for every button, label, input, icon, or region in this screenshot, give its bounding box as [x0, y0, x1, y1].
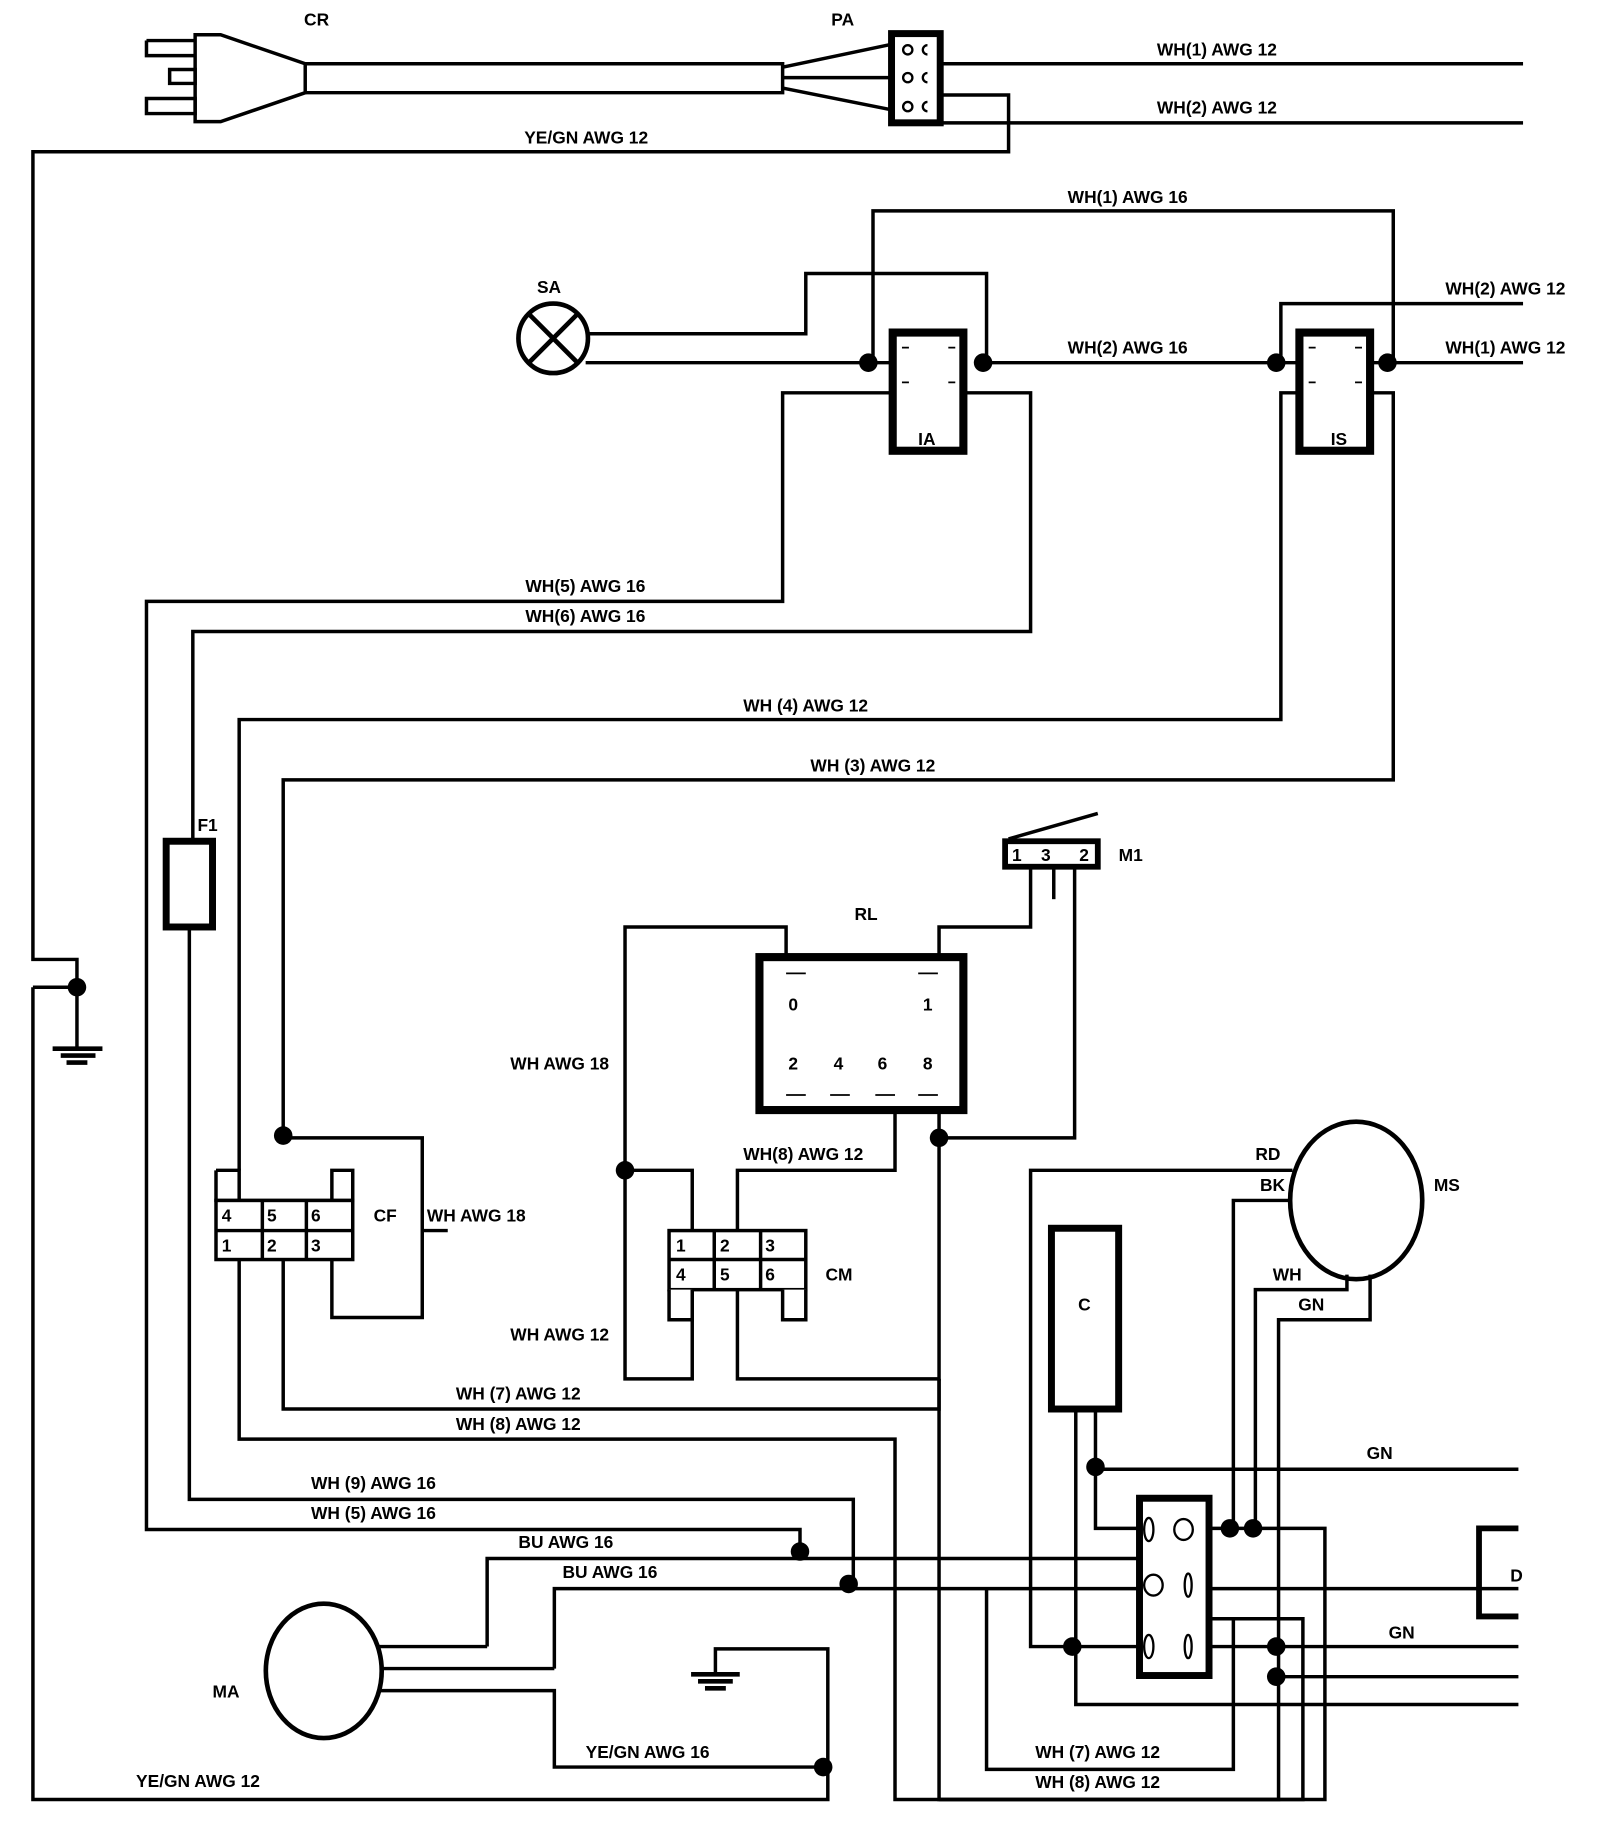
label-gn-bottom: GN: [1389, 1622, 1415, 1642]
component-d: [1476, 1525, 1519, 1620]
ground-symbol-bottom: [691, 1672, 740, 1691]
label-pa: PA: [831, 9, 854, 29]
relay-rl: [755, 953, 968, 1115]
pin-rl-2: 2: [788, 1054, 798, 1074]
label-d: D: [1510, 1566, 1523, 1586]
label-gn-top: GN: [1367, 1443, 1393, 1463]
label-wh7-bottom: WH (7) AWG 12: [1035, 1742, 1160, 1762]
label-wh2-awg12-top: WH(2) AWG 12: [1157, 98, 1277, 118]
pin-cm-5: 5: [720, 1264, 730, 1284]
label-f1: F1: [197, 815, 218, 835]
label-wh1-awg16: WH(1) AWG 16: [1068, 187, 1188, 207]
connector-pa: [888, 30, 944, 127]
pin-rl-0: 0: [788, 994, 798, 1014]
label-c: C: [1078, 1295, 1091, 1315]
pin-m1-3: 3: [1041, 845, 1051, 865]
label-wh1-awg12-is: WH(1) AWG 12: [1445, 337, 1565, 357]
pin-cm-6: 6: [765, 1264, 775, 1284]
pin-cf-5: 5: [267, 1205, 277, 1225]
pin-cf-4: 4: [222, 1205, 232, 1225]
pin-m1-2: 2: [1079, 845, 1089, 865]
pin-cf-3: 3: [311, 1235, 321, 1255]
label-m1: M1: [1119, 845, 1143, 865]
label-wh1-awg12-top: WH(1) AWG 12: [1157, 40, 1277, 60]
label-wh8-mid: WH (8) AWG 12: [456, 1414, 581, 1434]
ground-symbol-left: [52, 1046, 103, 1065]
motor-ma: [263, 1601, 385, 1741]
pin-rl-6: 6: [878, 1054, 888, 1074]
label-ia: IA: [918, 429, 936, 449]
wire-yegn-ground-loop: [31, 93, 1011, 988]
label-yegn-awg12-top: YE/GN AWG 12: [524, 128, 648, 148]
label-wh-awg12-cm: WH AWG 12: [510, 1325, 609, 1345]
label-wh2-awg16: WH(2) AWG 16: [1068, 337, 1188, 357]
pin-cf-6: 6: [311, 1205, 321, 1225]
label-wh3-awg12: WH (3) AWG 12: [810, 756, 935, 776]
label-wh8-cm: WH(8) AWG 12: [743, 1144, 863, 1164]
connector-cf: [214, 1168, 355, 1262]
label-rl: RL: [854, 904, 878, 924]
label-wh4-awg12: WH (4) AWG 12: [743, 695, 868, 715]
label-wh-awg18-rl: WH AWG 18: [510, 1054, 609, 1074]
terminal-block: [1136, 1494, 1213, 1680]
lamp-sa: [516, 301, 591, 376]
motor-ms: [1287, 1119, 1425, 1282]
label-is: IS: [1331, 429, 1347, 449]
capacitor-c: [1047, 1224, 1123, 1413]
pin-cm-2: 2: [720, 1235, 730, 1255]
label-wh8-bottom: WH (8) AWG 12: [1035, 1772, 1160, 1792]
label-bu-awg16-1: BU AWG 16: [518, 1532, 613, 1552]
pin-rl-8: 8: [923, 1054, 933, 1074]
pin-cm-4: 4: [676, 1264, 686, 1284]
label-wh2-awg12-is: WH(2) AWG 12: [1445, 278, 1565, 298]
pin-cf-2: 2: [267, 1235, 277, 1255]
label-wh5-awg16: WH(5) AWG 16: [525, 576, 645, 596]
label-ms: MS: [1434, 1175, 1460, 1195]
label-cm: CM: [825, 1264, 852, 1284]
pin-rl-1: 1: [923, 994, 933, 1014]
connector-cm: [667, 1228, 808, 1322]
label-bu-awg16-2: BU AWG 16: [562, 1562, 657, 1582]
label-wh7-mid: WH (7) AWG 12: [456, 1384, 581, 1404]
label-yegn-awg12-bottom: YE/GN AWG 12: [136, 1771, 260, 1791]
label-yegn-awg16: YE/GN AWG 16: [586, 1742, 710, 1762]
label-ms-bk: BK: [1260, 1175, 1286, 1195]
pin-cf-1: 1: [222, 1235, 232, 1255]
pin-cm-3: 3: [765, 1235, 775, 1255]
label-cr: CR: [304, 9, 330, 29]
label-ms-rd: RD: [1255, 1144, 1280, 1164]
power-plug-cr: [144, 33, 894, 124]
pin-rl-4: 4: [834, 1054, 844, 1074]
microswitch-m1: [1002, 811, 1101, 900]
pin-cm-1: 1: [676, 1235, 686, 1255]
label-wh-awg18-cf: WH AWG 18: [427, 1205, 526, 1225]
pin-m1-1: 1: [1012, 845, 1022, 865]
label-wh6-awg16: WH(6) AWG 16: [525, 606, 645, 626]
label-cf: CF: [374, 1205, 397, 1225]
label-ms-wh: WH: [1273, 1264, 1302, 1284]
label-ms-gn: GN: [1298, 1295, 1324, 1315]
label-ma: MA: [213, 1682, 240, 1702]
label-wh5-awg16-b: WH (5) AWG 16: [311, 1503, 436, 1523]
label-sa: SA: [537, 277, 562, 297]
label-wh9-awg16: WH (9) AWG 16: [311, 1473, 436, 1493]
fuse-f1: [162, 837, 217, 931]
